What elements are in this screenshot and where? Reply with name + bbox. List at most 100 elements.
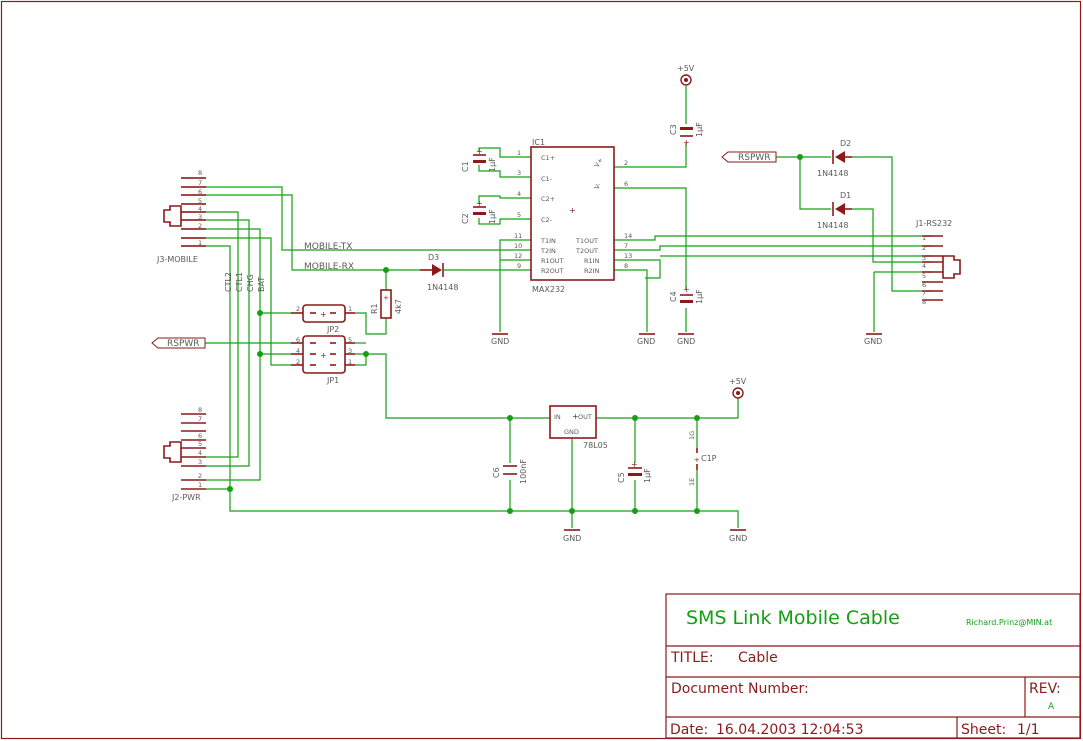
ic1-pin-label: V+: [593, 156, 605, 169]
j1-pin: 5: [922, 272, 926, 280]
gnd-symbol-2: GND: [637, 333, 655, 346]
ic1-pin-num: 6: [624, 180, 628, 188]
j1-pin: 7: [922, 289, 926, 297]
jp1-pin: 6: [296, 336, 300, 344]
rev-label: REV:: [1029, 681, 1061, 697]
diode-d2: D2 1N4148: [817, 139, 852, 178]
reg-value: 78L05: [583, 441, 608, 450]
connector-j3-mobile: 8 7 6 5 4 3 2 1 J3-MOBILE: [156, 169, 206, 264]
ic1-pin-num: 4: [517, 190, 521, 198]
jp2-pin: 1: [348, 305, 352, 313]
capacitor-c3: + C3 1µF: [669, 122, 704, 147]
c5-ref: C5: [617, 472, 626, 483]
j1-pin: 4: [922, 262, 926, 270]
ic1-pin-label: T1OUT: [575, 237, 598, 245]
ic1-pin-label: T2IN: [540, 247, 556, 255]
bus-label: CHG: [246, 274, 255, 292]
gnd-label: GND: [637, 337, 655, 346]
sheet-label: Sheet:: [961, 722, 1006, 738]
ic1-pin-label: C2-: [541, 216, 553, 224]
rspwr-flag-left: RSPWR: [151, 337, 206, 349]
connector-j2-pwr: 8 7 6 5 4 3 2 1 J2-PWR: [163, 406, 206, 502]
c1p-pin: 1G: [688, 431, 696, 440]
ic-max232: IC1 MAX232 + C1+ C1- C2+ C2- T1IN T2IN R…: [514, 138, 632, 294]
c3-value: 1µF: [695, 122, 704, 137]
svg-text:+: +: [320, 310, 327, 319]
jumper-c1p: + C1P 1G 1E: [688, 431, 717, 486]
ic1-value: MAX232: [532, 285, 565, 294]
d1-value: 1N4148: [817, 221, 848, 230]
j2-pin: 6: [198, 432, 202, 440]
svg-text:+: +: [383, 294, 389, 302]
ic1-pin-label: R2IN: [584, 267, 600, 275]
c4-value: 1µF: [695, 289, 704, 304]
jp1-pin: 5: [348, 336, 352, 344]
ic1-pin-label: C1-: [541, 175, 553, 183]
j1-pin: 3: [922, 254, 926, 262]
title-block: SMS Link Mobile Cable Richard.Prinz@MIN.…: [665, 593, 1081, 739]
junctions: [227, 154, 803, 514]
date-value: 16.04.2003 12:04:53: [716, 722, 864, 738]
svg-text:+: +: [476, 199, 483, 208]
j1-pin: 6: [922, 281, 926, 289]
supply-vcc-top: +5V: [677, 64, 695, 86]
capacitor-c4: + C4 1µF: [669, 285, 704, 304]
svg-text:+: +: [683, 138, 690, 147]
jumper-jp2: + 2 1 JP2: [291, 304, 355, 334]
gnd-label: GND: [729, 534, 747, 543]
bus-label: CTL1: [235, 272, 244, 292]
jp1-pin: 3: [348, 347, 352, 355]
jp1-ref: JP1: [326, 376, 339, 385]
jp1-pin: 1: [348, 358, 352, 366]
jp1-pin: 4: [296, 347, 300, 355]
c1-ref: C1: [461, 161, 470, 172]
bus-label: BAT: [257, 277, 266, 292]
j3-pin: 1: [198, 239, 202, 247]
ic1-pin-label: R1OUT: [541, 257, 564, 265]
ic1-pin-num: 1: [517, 149, 521, 157]
rspwr-flag-right: RSPWR: [721, 151, 777, 163]
document-number-label: Document Number:: [671, 681, 809, 697]
ic1-pin-label: C1+: [541, 154, 555, 162]
vcc-label: +5V: [729, 377, 747, 386]
ic1-pin-label: R2OUT: [541, 267, 564, 275]
diode-d1: D1 1N4148: [817, 191, 852, 230]
j2-pin: 1: [198, 481, 202, 489]
capacitor-c5: + C5 1µF: [617, 460, 652, 483]
gnd-symbol-3: GND: [677, 333, 695, 346]
d2-value: 1N4148: [817, 169, 848, 178]
diode-d3: D3 1N4148: [420, 253, 458, 292]
r1-value: 4k7: [394, 299, 403, 314]
ic1-pin-num: 9: [517, 262, 521, 270]
j2-pin: 2: [198, 472, 202, 480]
ic1-pin-num: 13: [624, 252, 632, 260]
c5-value: 1µF: [643, 468, 652, 483]
ic1-pin-num: 5: [517, 211, 521, 219]
gnd-label: GND: [677, 337, 695, 346]
d3-ref: D3: [428, 253, 439, 262]
svg-text:+: +: [683, 285, 690, 294]
j3-pin: 3: [198, 213, 202, 221]
gnd-label: GND: [563, 534, 581, 543]
d2-ref: D2: [840, 139, 851, 148]
j3-pin: 2: [198, 222, 202, 230]
ic1-pin-label: T1IN: [540, 237, 556, 245]
j2-pin: 8: [198, 406, 202, 414]
c1-value: 1µF: [488, 157, 497, 172]
ic1-pin-num: 11: [514, 232, 522, 240]
d3-value: 1N4148: [427, 283, 458, 292]
c1p-pin: 1E: [688, 478, 696, 486]
r1-ref: R1: [370, 303, 379, 314]
net-label-mobile-tx: MOBILE-TX: [304, 242, 352, 252]
ic1-pin-num: 3: [517, 169, 521, 177]
connector-j1-rs232: 1 2 3 4 5 6 7 8 J1-RS232: [915, 219, 961, 306]
ic1-pin-label: R1IN: [584, 257, 600, 265]
ic1-pin-num: 7: [624, 242, 628, 250]
bus-labels: CTL2 CTL1 CHG BAT: [224, 272, 266, 292]
gnd-symbol-5: GND: [563, 529, 581, 543]
ic1-pin-num: 2: [624, 159, 628, 167]
svg-text:+: +: [572, 412, 579, 421]
gnd-label: GND: [491, 337, 509, 346]
ic1-pin-num: 14: [624, 232, 632, 240]
j1-pin: 1: [922, 234, 926, 242]
